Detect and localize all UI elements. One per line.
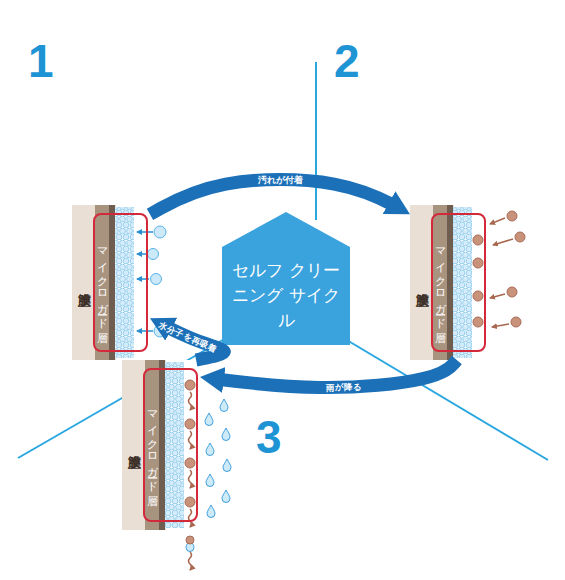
bubble-layer bbox=[115, 207, 134, 358]
coating-panel: 塗膜マイクロガード層 bbox=[72, 205, 150, 360]
layer-label: マイクロガード層 bbox=[145, 370, 159, 520]
divider-line bbox=[315, 62, 317, 220]
dirt-arrow bbox=[492, 324, 509, 327]
wash-arrow bbox=[189, 392, 192, 410]
wash-arrow bbox=[189, 431, 192, 449]
bubble-layer bbox=[453, 207, 472, 358]
layer-column bbox=[95, 205, 109, 360]
layer-column bbox=[433, 205, 447, 360]
water-drop bbox=[207, 505, 215, 518]
arrow-label: 汚れが付着 bbox=[258, 175, 303, 185]
callout-number: 1 bbox=[28, 36, 54, 86]
dirt-particle bbox=[185, 497, 195, 507]
arrow-label: 水分子を再吸着 bbox=[157, 320, 219, 354]
house-outline bbox=[222, 212, 350, 345]
wash-arrow bbox=[189, 552, 192, 570]
cycle-title: セルフ クリーニング サイクル bbox=[222, 258, 350, 333]
layer-stripe bbox=[159, 360, 165, 530]
coating-panel: 塗膜マイクロガード層 bbox=[410, 205, 488, 360]
layer-stripe bbox=[447, 205, 453, 360]
wash-arrow bbox=[189, 470, 192, 488]
panel-bg bbox=[122, 360, 200, 530]
water-drop bbox=[222, 490, 230, 503]
cycle-house: セルフ クリーニング サイクル bbox=[222, 212, 350, 345]
water-molecule bbox=[151, 274, 162, 285]
layer-column bbox=[145, 360, 159, 530]
coating-label: 塗膜 bbox=[75, 205, 93, 360]
dirt-particle bbox=[185, 419, 195, 429]
layer-label: マイクロガード層 bbox=[433, 215, 447, 350]
cycle-arrow bbox=[150, 180, 410, 215]
absorb-arrow bbox=[137, 253, 146, 255]
dirt-particle bbox=[507, 211, 517, 221]
coating-label: 塗膜 bbox=[125, 360, 143, 530]
dirt-arrow bbox=[490, 294, 505, 298]
coating-label: 塗膜 bbox=[413, 205, 431, 360]
dirt-arrow bbox=[490, 218, 505, 224]
water-molecule bbox=[154, 226, 166, 238]
water-drop bbox=[223, 459, 231, 472]
absorb-arrow bbox=[137, 330, 153, 332]
water-drop bbox=[220, 399, 228, 412]
dirt-arrow bbox=[493, 239, 513, 245]
microguard-layer: マイクロガード層 bbox=[431, 213, 486, 352]
dirt-particle bbox=[511, 317, 521, 327]
water-drop bbox=[222, 428, 230, 441]
cycle-arrow bbox=[150, 318, 224, 360]
callout-number: 3 bbox=[256, 412, 282, 462]
arrow-label: 雨が降る bbox=[326, 382, 362, 393]
water-drop bbox=[206, 474, 214, 487]
dirt-particle bbox=[473, 258, 483, 268]
dirt-particle bbox=[473, 317, 483, 327]
microguard-layer: マイクロガード層 bbox=[143, 368, 198, 522]
dirt-particle bbox=[507, 287, 517, 297]
wash-arrow bbox=[189, 509, 192, 527]
dirt-particle bbox=[185, 458, 195, 468]
layer-label: マイクロガード層 bbox=[95, 215, 109, 350]
coating-panel: 塗膜マイクロガード層 bbox=[122, 360, 200, 530]
water-molecule bbox=[148, 249, 159, 260]
dirt-particle bbox=[185, 380, 195, 390]
dirt-particle bbox=[186, 536, 194, 544]
absorb-arrow bbox=[137, 231, 153, 233]
dirt-particle bbox=[515, 232, 525, 242]
dirt-particle bbox=[473, 291, 483, 301]
panel-bg bbox=[410, 205, 488, 360]
dirt-particle bbox=[473, 235, 483, 245]
microguard-layer: マイクロガード層 bbox=[93, 213, 148, 352]
water-drop bbox=[206, 443, 214, 456]
panel-bg bbox=[72, 205, 150, 360]
callout-number: 2 bbox=[334, 36, 360, 86]
layer-stripe bbox=[109, 205, 115, 360]
water-drop bbox=[205, 413, 213, 426]
bubble-layer bbox=[165, 362, 184, 528]
